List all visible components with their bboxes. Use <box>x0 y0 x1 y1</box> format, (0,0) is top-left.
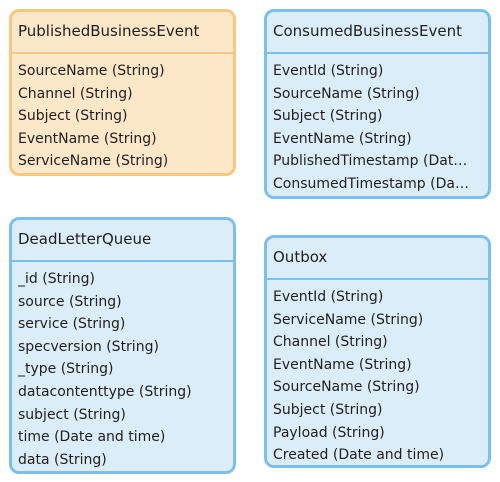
entity-published-business-event[interactable]: PublishedBusinessEvent SourceName (Strin… <box>9 9 236 176</box>
entity-title: ConsumedBusinessEvent <box>267 12 488 54</box>
attribute-item: time (Date and time) <box>18 429 166 446</box>
attribute-item: Channel (String) <box>273 334 388 351</box>
attribute-item: Channel (String) <box>18 85 133 102</box>
attribute-list: _id (String) source (String) service (St… <box>12 262 233 471</box>
attribute-list: EventId (String) SourceName (String) Sub… <box>267 54 488 196</box>
attribute-item: subject (String) <box>18 406 126 423</box>
attribute-list: EventId (String) ServiceName (String) Ch… <box>267 280 488 465</box>
attribute-item: EventId (String) <box>273 63 384 79</box>
attribute-item: ConsumedTimestamp (Da… <box>273 175 469 192</box>
attribute-item: ServiceName (String) <box>273 311 424 328</box>
attribute-item: SourceName (String) <box>18 63 165 79</box>
attribute-item: Subject (String) <box>273 108 383 125</box>
attribute-item: Subject (String) <box>273 401 383 418</box>
attribute-item: EventName (String) <box>273 356 412 373</box>
attribute-item: EventName (String) <box>18 130 157 147</box>
attribute-item: _id (String) <box>18 271 95 287</box>
attribute-item: EventName (String) <box>273 130 412 147</box>
entity-title: PublishedBusinessEvent <box>12 12 233 54</box>
entity-title: Outbox <box>267 238 488 280</box>
attribute-item: SourceName (String) <box>273 85 420 102</box>
attribute-item: datacontenttype (String) <box>18 383 192 400</box>
attribute-item: Payload (String) <box>273 424 385 441</box>
attribute-item: Subject (String) <box>18 108 128 125</box>
attribute-item: Created (Date and time) <box>273 447 445 464</box>
entity-outbox[interactable]: Outbox EventId (String) ServiceName (Str… <box>264 235 491 468</box>
attribute-item: source (String) <box>18 293 122 310</box>
attribute-item: service (String) <box>18 316 126 333</box>
attribute-item: specversion (String) <box>18 338 159 355</box>
attribute-item: ServiceName (String) <box>18 153 169 170</box>
entity-consumed-business-event[interactable]: ConsumedBusinessEvent EventId (String) S… <box>264 9 491 199</box>
attribute-item: SourceName (String) <box>273 379 420 396</box>
entity-dead-letter-queue[interactable]: DeadLetterQueue _id (String) source (Str… <box>9 217 236 474</box>
attribute-item: _type (String) <box>18 361 114 378</box>
attribute-list: SourceName (String) Channel (String) Sub… <box>12 54 233 173</box>
attribute-item: data (String) <box>18 451 107 468</box>
attribute-item: PublishedTimestamp (Dat… <box>273 153 468 170</box>
attribute-item: EventId (String) <box>273 289 384 305</box>
entity-title: DeadLetterQueue <box>12 220 233 262</box>
